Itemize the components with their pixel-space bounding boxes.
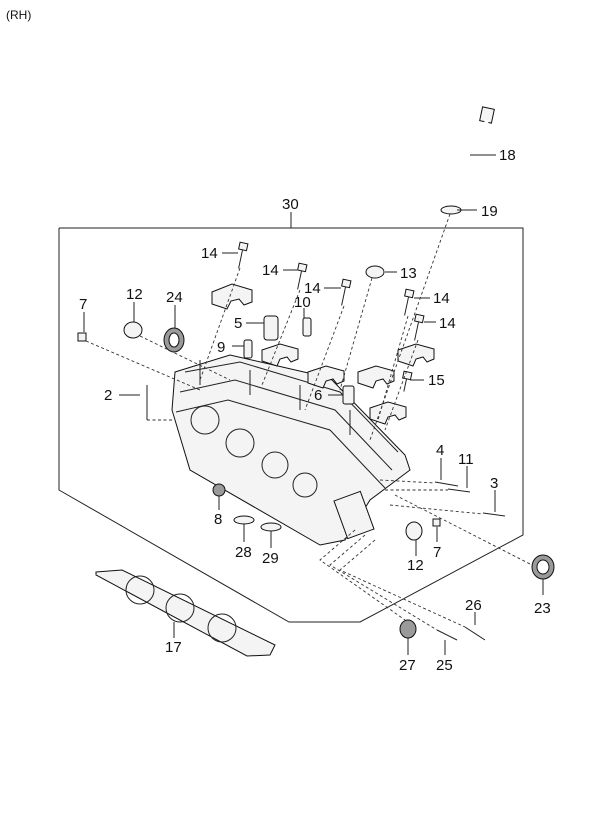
callout-15: 15 (428, 372, 445, 389)
callout-25: 25 (436, 657, 453, 674)
callout-8: 8 (214, 511, 222, 528)
callout-11: 11 (458, 451, 474, 468)
callout-26: 26 (465, 597, 482, 614)
callout-14-b: 14 (262, 262, 279, 279)
callout-9: 9 (217, 339, 225, 356)
callout-24: 24 (166, 289, 183, 306)
leader-lines (83, 154, 544, 655)
seal-27 (399, 619, 417, 639)
head-gasket (95, 569, 276, 657)
gasket-28 (233, 515, 255, 525)
seal-8 (212, 483, 226, 497)
dowel-pin (302, 317, 312, 337)
plug-right (432, 518, 441, 527)
head-bolt-long (460, 106, 495, 201)
callout-23: 23 (534, 600, 551, 617)
callout-7-b: 7 (433, 544, 441, 561)
callout-labels: 30 18 19 14 14 14 14 14 13 7 12 24 10 5 … (79, 147, 551, 674)
callout-14-e: 14 (439, 315, 456, 332)
callout-28: 28 (235, 544, 252, 561)
oil-control-valve (365, 265, 385, 279)
callout-12-a: 12 (126, 286, 143, 303)
side-label: (RH) (6, 8, 31, 22)
gasket-29 (260, 522, 282, 532)
dowel-sleeve (263, 315, 279, 341)
plug-left (77, 332, 87, 342)
stud-4 (434, 481, 459, 487)
callout-6: 6 (314, 387, 322, 404)
guide-pin (243, 339, 253, 359)
callout-2: 2 (104, 387, 112, 404)
callout-29: 29 (262, 550, 279, 567)
dowel-sleeve-lower (342, 385, 355, 405)
callout-13: 13 (400, 265, 417, 282)
stud-3 (482, 512, 506, 517)
stud-26 (464, 626, 486, 641)
callout-17: 17 (165, 639, 182, 656)
callout-4: 4 (436, 442, 444, 459)
bearing-caps (211, 283, 435, 425)
callout-18: 18 (499, 147, 516, 164)
callout-14-a: 14 (201, 245, 218, 262)
callout-30: 30 (282, 196, 299, 213)
callout-7-a: 7 (79, 296, 87, 313)
bearing-cap-bolts (238, 241, 425, 392)
callout-19: 19 (481, 203, 498, 220)
cap-plug (123, 321, 143, 339)
stud-25 (436, 629, 458, 641)
callout-3: 3 (490, 475, 498, 492)
assembly-outline (58, 227, 524, 623)
callout-10: 10 (294, 294, 311, 311)
callout-14-c: 14 (304, 280, 321, 297)
callout-27: 27 (399, 657, 416, 674)
callout-12-b: 12 (407, 557, 424, 574)
callout-5: 5 (234, 315, 242, 332)
callout-14-d: 14 (433, 290, 450, 307)
stud-11 (447, 488, 471, 493)
cap-plug-right (405, 521, 423, 541)
